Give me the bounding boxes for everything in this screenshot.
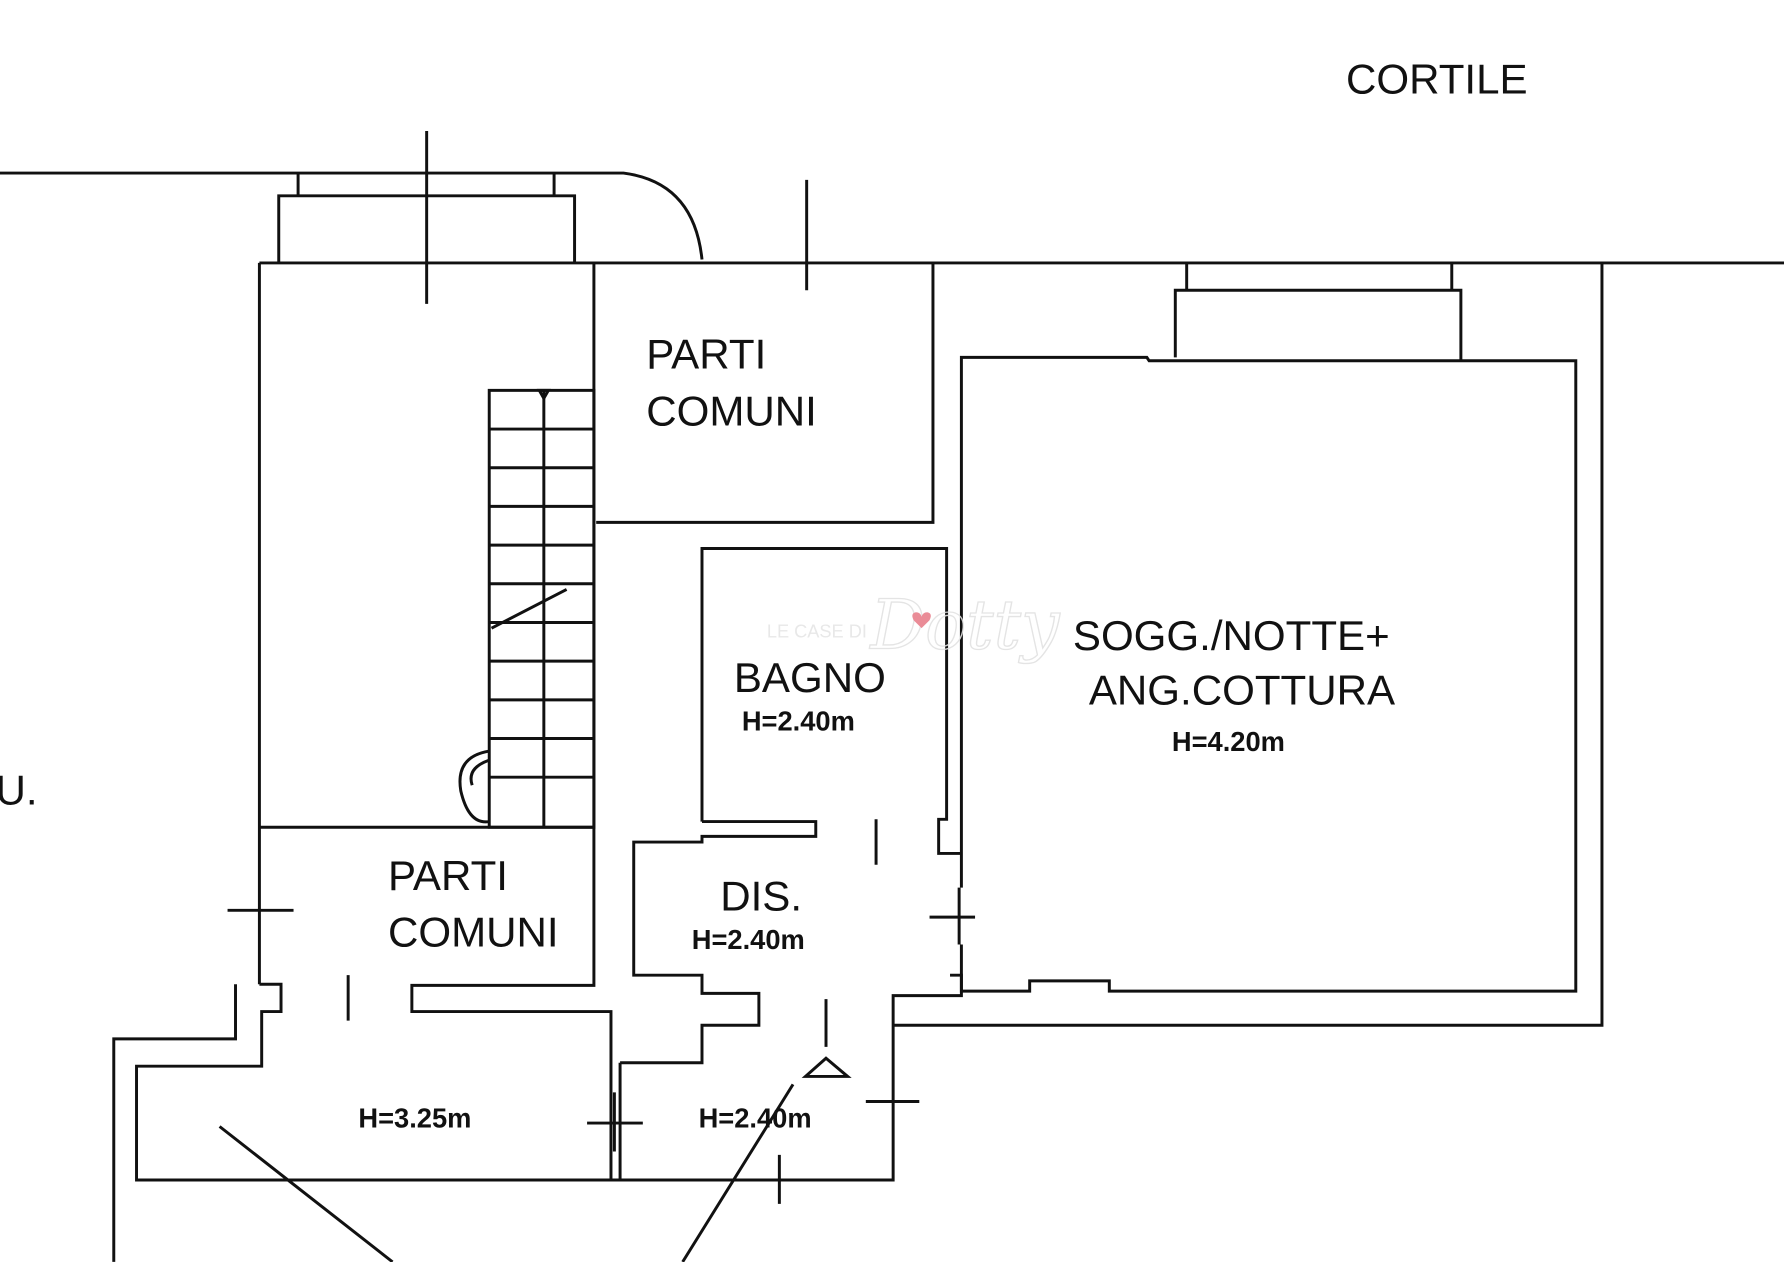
room-name: PARTI <box>646 331 766 378</box>
room-name: COMUNI <box>388 909 559 956</box>
edge-label: U. <box>0 767 38 814</box>
room-height: H=3.25m <box>358 1103 471 1134</box>
room-name: COMUNI <box>646 388 817 435</box>
heart-icon <box>912 612 931 629</box>
watermark: LE CASE DI Dotty <box>767 586 1062 666</box>
room-height: H=2.40m <box>742 706 855 737</box>
walls <box>0 130 1784 1262</box>
room-name: ANG.COTTURA <box>1089 666 1395 713</box>
watermark-text: LE CASE DI <box>767 621 867 641</box>
watermark-script: Dotty <box>868 587 1061 666</box>
room-name: SOGG./NOTTE+ <box>1073 612 1390 659</box>
outside-label: CORTILE <box>1346 55 1528 102</box>
room-height: H=4.20m <box>1172 726 1285 757</box>
room-name: PARTI <box>388 852 508 899</box>
staircase <box>458 388 596 829</box>
room-name: BAGNO <box>734 654 886 701</box>
room-height: H=2.40m <box>699 1103 812 1134</box>
room-height: H=2.40m <box>692 924 805 955</box>
room-name: DIS. <box>720 872 802 919</box>
